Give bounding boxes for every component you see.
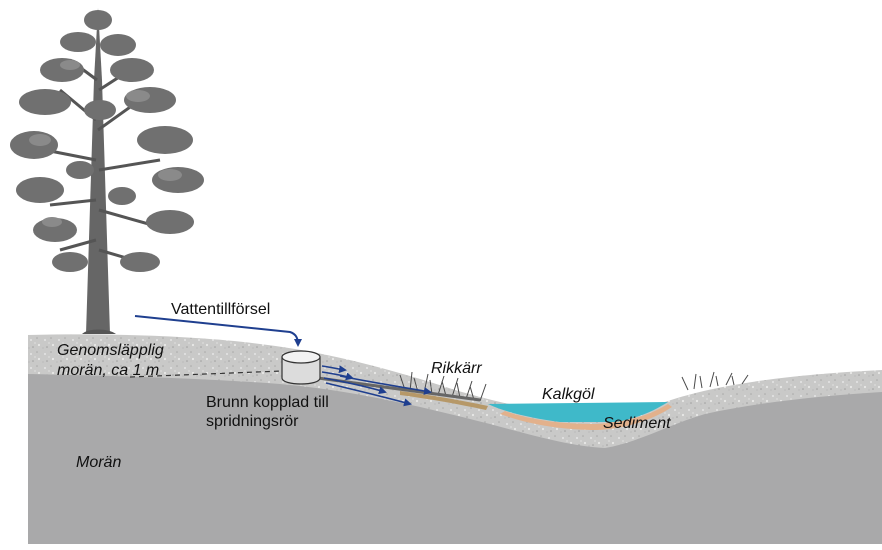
rich-fen-strip: [400, 391, 488, 410]
water-supply-label: Vattentillförsel: [171, 301, 271, 318]
rich-fen-label: Rikkärr: [431, 360, 482, 377]
fen-grass: [399, 371, 487, 402]
right-grass-tuft: [681, 371, 749, 391]
well-label-line1: Brunn kopplad till: [206, 394, 329, 411]
permeable-till-label-line1: Genomsläpplig: [57, 342, 164, 359]
groundwater-flow-arrows: [321, 365, 432, 407]
sediment-label: Sediment: [603, 415, 671, 432]
pine-tree: [10, 8, 204, 334]
lime-pond-water: [488, 402, 668, 422]
lime-pond-label: Kalkgöl: [542, 386, 595, 403]
sediment-layer: [500, 404, 672, 430]
permeable-till-label-line2: morän, ca 1 m: [57, 362, 160, 379]
permeable-till-layer: [28, 334, 882, 448]
well-label-line2: spridningsrör: [206, 413, 299, 430]
water-supply-arrow: [134, 315, 302, 347]
well-cylinder: [281, 350, 321, 385]
permeable-base-dashed-line: [129, 370, 283, 378]
till-ground: [28, 362, 882, 544]
till-label: Morän: [76, 454, 122, 471]
